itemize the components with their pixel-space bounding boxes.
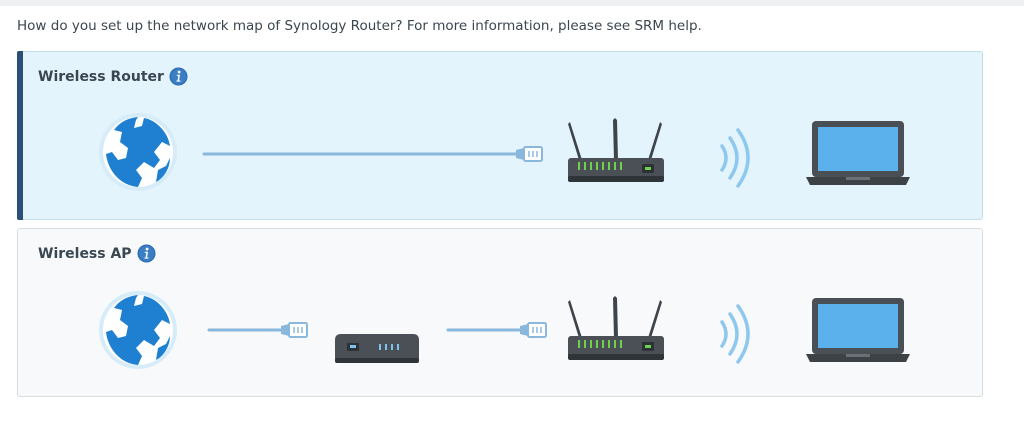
mode-title-row: Wireless AP [38,244,156,263]
mode-title: Wireless AP [38,245,132,262]
intro-text: How do you set up the network map of Syn… [17,18,702,34]
info-icon[interactable] [137,244,156,263]
router-icon [568,118,664,182]
ethernet-cable-icon [202,146,543,162]
mode-title: Wireless Router [38,68,164,85]
globe-icon [99,291,177,369]
globe-icon [99,113,177,191]
mode-title-row: Wireless Router [38,67,188,86]
laptop-icon [806,121,910,185]
router-icon [568,296,664,360]
ethernet-cable-icon [446,322,547,338]
ethernet-cable-icon [207,322,308,338]
laptop-icon [806,298,910,362]
wifi-waves-icon [720,304,750,364]
wifi-waves-icon [720,128,750,188]
top-bar [0,0,1024,6]
info-icon[interactable] [169,67,188,86]
modem-icon [335,334,419,363]
